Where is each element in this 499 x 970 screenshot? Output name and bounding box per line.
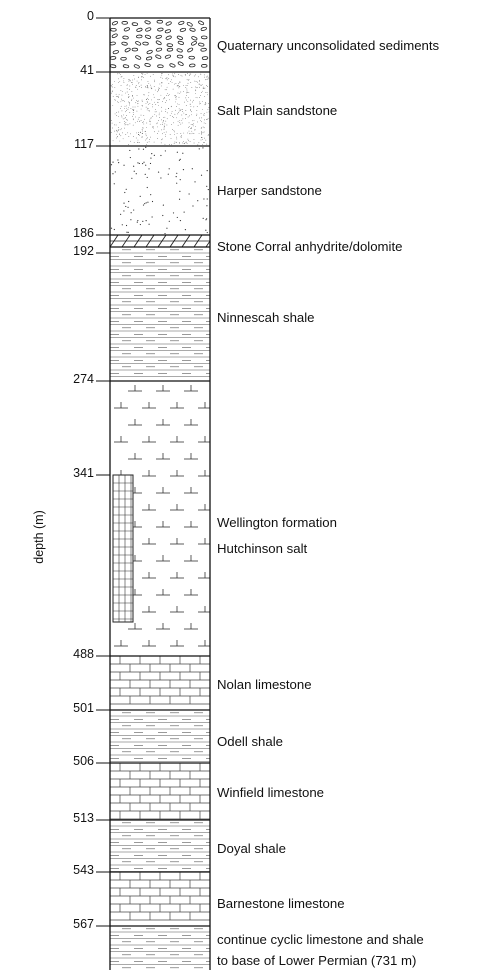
unit-sub-label: to base of Lower Permian (731 m) — [217, 953, 416, 968]
unit-name-label: Doyal shale — [217, 841, 286, 856]
unit-name-label: continue cyclic limestone and shale — [217, 932, 424, 947]
depth-label-341: 341 — [34, 467, 94, 480]
unit-name-label: Winfield limestone — [217, 785, 324, 800]
depth-label-506: 506 — [34, 755, 94, 768]
unit-fill-shale — [110, 713, 215, 762]
depth-label-274: 274 — [34, 373, 94, 386]
unit-name-label: Wellington formation — [217, 515, 337, 530]
depth-label-186: 186 — [34, 227, 94, 240]
depth-label-192: 192 — [34, 245, 94, 258]
unit-name-label: Quaternary unconsolidated sediments — [217, 38, 439, 53]
unit-fill-limestone — [110, 872, 210, 920]
unit-fill-shale — [110, 250, 215, 377]
depth-label-567: 567 — [34, 918, 94, 931]
depth-label-117: 117 — [34, 138, 94, 151]
unit-fill-anhydrite — [110, 235, 226, 247]
unit-name-label: Ninnescah shale — [217, 310, 315, 325]
unit-name-label: Odell shale — [217, 734, 283, 749]
depth-label-488: 488 — [34, 648, 94, 661]
hutchinson-salt-pattern — [113, 475, 133, 622]
depth-label-501: 501 — [34, 702, 94, 715]
unit-fill-limestone — [110, 763, 210, 819]
depth-label-41: 41 — [34, 64, 94, 77]
depth-label-543: 543 — [34, 864, 94, 877]
depth-axis-title: depth (m) — [32, 510, 46, 564]
unit-fill-shale-limestone — [110, 929, 215, 970]
unit-fill-shale — [110, 823, 215, 872]
unit-sub-label: Hutchinson salt — [217, 541, 307, 556]
unit-name-label: Nolan limestone — [217, 677, 312, 692]
unit-name-label: Harper sandstone — [217, 183, 322, 198]
unit-fill-gravel — [110, 20, 208, 69]
unit-name-label: Stone Corral anhydrite/dolomite — [217, 239, 402, 254]
depth-label-0: 0 — [34, 10, 94, 23]
unit-fill-sandstone-fine — [111, 73, 210, 145]
unit-name-label: Salt Plain sandstone — [217, 103, 337, 118]
depth-label-513: 513 — [34, 812, 94, 825]
unit-fill-limestone — [110, 656, 210, 704]
unit-fill-sandstone — [111, 147, 209, 234]
unit-name-label: Barnestone limestone — [217, 896, 345, 911]
